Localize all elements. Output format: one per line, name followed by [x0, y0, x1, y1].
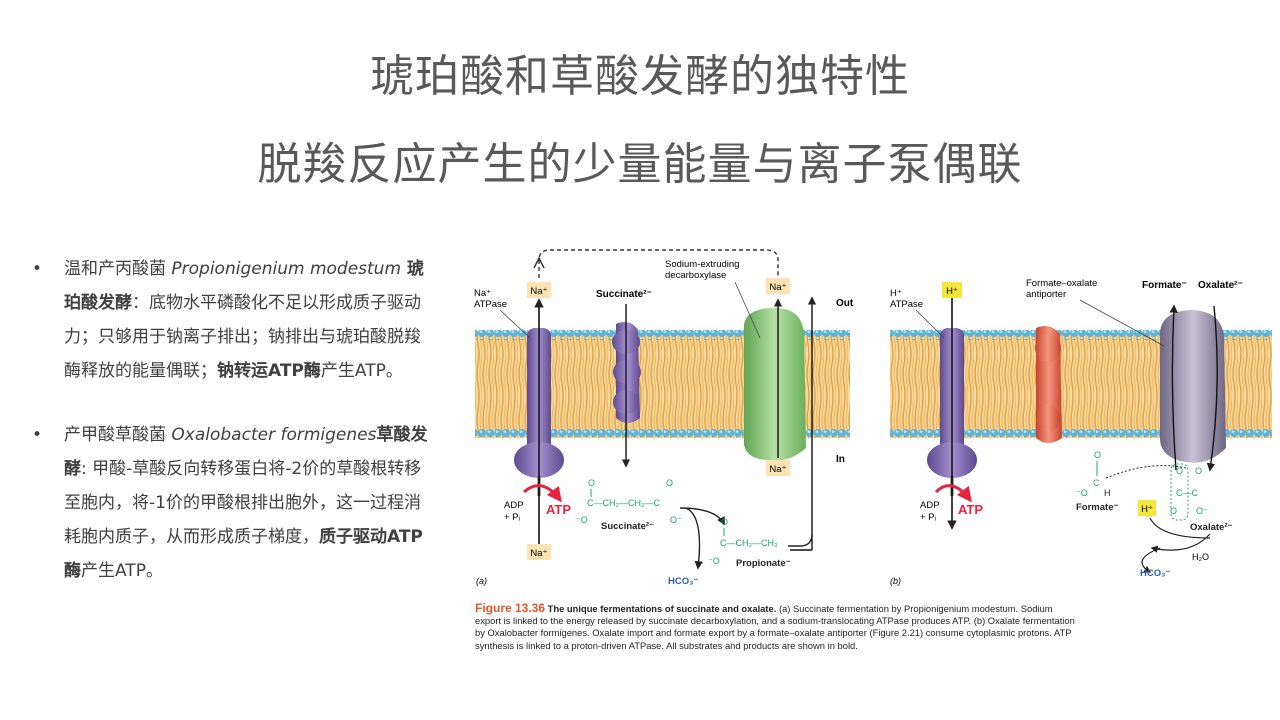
oxalate-import-arrow: [1206, 305, 1218, 472]
svg-text:O: O: [666, 478, 673, 488]
organism-name-cn: 产甲酸草酸菌: [64, 425, 172, 445]
na-ion-label: Na⁺: [769, 464, 786, 475]
svg-text:O: O: [1170, 506, 1177, 516]
panel-b-label: (b): [890, 576, 901, 586]
svg-text:O: O: [1094, 450, 1101, 460]
propionate-structure: O C—CH₂—CH₃ ⁻O: [708, 517, 778, 566]
na-ion-label: Na⁺: [530, 548, 547, 559]
water-label: H₂O: [1192, 552, 1209, 562]
formate-oxalate-antiporter: [1159, 310, 1226, 463]
na-ion-box: [766, 460, 790, 476]
na-ion-label: Na⁺: [769, 282, 786, 293]
oxalate-structure: O O C—C O O⁻: [1170, 463, 1208, 521]
svg-text:⁻O: ⁻O: [1076, 488, 1088, 498]
hco3-label: HCO₃⁻: [668, 576, 699, 587]
formate-structure: O C ⁻O H: [1076, 450, 1111, 498]
organism-name-latin: Propionigenium modestum: [171, 259, 402, 279]
adp-label: + Pᵢ: [920, 512, 937, 523]
bullet-text-end: 产生ATP。: [81, 561, 163, 581]
caption-text-b: (b) Oxalate fermentation by Oxalobacter …: [475, 615, 1075, 651]
process-name: 草酸发酵: [64, 425, 428, 479]
succinate-bottom-label: Succinate²⁻: [601, 521, 654, 532]
decarboxylase-label: decarboxylase: [665, 270, 726, 281]
na-atpase-label: Na⁺: [474, 288, 491, 299]
figure-caption: Figure 13.36 The unique fermentations of…: [475, 602, 1075, 652]
caption-heading: The unique fermentations of succinate an…: [547, 603, 777, 614]
atp-label: ATP: [958, 502, 983, 517]
h-ion-label: H⁺: [946, 286, 958, 297]
oxalate-top-label: Oxalate²⁻: [1198, 280, 1243, 291]
svg-text:H: H: [1104, 488, 1111, 498]
bullet-dot: •: [32, 259, 43, 279]
h-ion-label: H⁺: [1141, 504, 1153, 515]
na-ion-box: [766, 278, 790, 294]
svg-text:O⁻: O⁻: [670, 515, 682, 525]
bullet-text: ：底物水平磷酸化不足以形成质子驱动力；只够用于钠离子排出；钠排出与琥珀酸脱羧酶释…: [64, 293, 421, 381]
process-name: 琥珀酸发酵: [64, 259, 424, 313]
panel-a-label: (a): [476, 576, 487, 586]
organism-name-latin: Oxalobacter formigenes: [171, 425, 377, 445]
adp-label: + Pᵢ: [504, 512, 521, 523]
slide-title-line2: 脱羧反应产生的少量能量与离子泵偶联: [257, 139, 1023, 190]
bullet-text: : 甲酸-草酸反向转移蛋白将-2价的草酸根转移至胞内，将-1价的甲酸根排出胞外，…: [64, 459, 422, 547]
antiporter-orange-protein: [1035, 326, 1062, 443]
decarboxylase-label: Sodium-extruding: [665, 259, 739, 270]
bullet-succinate: • 温和产丙酸菌 Propionigenium modestum 琥珀酸发酵：底…: [32, 252, 432, 388]
svg-text:O: O: [1195, 466, 1202, 476]
svg-text:C—CH₂—CH₃: C—CH₂—CH₃: [720, 538, 778, 548]
slide-title-line1: 琥珀酸和草酸发酵的独特性: [370, 51, 910, 102]
enzyme-name: 钠转运ATP酶: [217, 361, 321, 381]
bullet-list: • 温和产丙酸菌 Propionigenium modestum 琥珀酸发酵：底…: [32, 252, 432, 618]
out-label: Out: [836, 298, 854, 309]
formate-export-arrow: [1169, 304, 1178, 471]
bullet-dot: •: [32, 425, 43, 445]
na-atpase-label: ATPase: [474, 299, 507, 310]
adp-label: ADP: [920, 500, 940, 511]
succinate-structure: O C—CH₂—CH₂—C ⁻O O⁻ O: [576, 478, 682, 525]
antiporter-label: Formate–oxalate: [1026, 278, 1097, 289]
svg-text:⁻O: ⁻O: [708, 556, 720, 566]
succinate-top-label: Succinate²⁻: [596, 289, 652, 300]
svg-text:O: O: [721, 517, 728, 527]
svg-text:O: O: [1176, 466, 1183, 476]
svg-text:O: O: [588, 478, 595, 488]
svg-text:C—C: C—C: [1176, 488, 1198, 498]
h-ion-box: [1138, 500, 1156, 516]
antiporter-label: antiporter: [1026, 289, 1066, 300]
formate-bottom-label: Formate⁻: [1076, 502, 1119, 513]
panel-a: Na⁺ ATPase Na⁺ Succinate²⁻ Sodium-extrud…: [474, 249, 854, 587]
hco3-label: HCO₃⁻: [1140, 568, 1171, 579]
atp-label: ATP: [546, 502, 571, 517]
succinate-transporter: [612, 322, 641, 423]
na-ion-box: [527, 544, 551, 560]
bullet-oxalate: • 产甲酸草酸菌 Oxalobacter formigenes草酸发酵: 甲酸-…: [32, 418, 432, 588]
oxalate-bottom-label: Oxalate²⁻: [1190, 522, 1233, 533]
sodium-cycle-arrow: [538, 249, 779, 278]
h-ion-box: [942, 282, 962, 298]
h-atpase-label: H⁺: [890, 288, 902, 299]
svg-text:C: C: [1093, 478, 1100, 488]
enzyme-name: 质子驱动ATP酶: [64, 527, 423, 581]
atp-synthesis-arrow: [523, 484, 562, 503]
h-atpase-label: ATPase: [890, 299, 923, 310]
svg-text:⁻O: ⁻O: [576, 515, 588, 525]
na-ion-box: [527, 282, 551, 298]
svg-text:C—CH₂—CH₂—C: C—CH₂—CH₂—C: [587, 498, 660, 508]
caption-text-a: (a) Succinate fermentation by Propionige…: [475, 603, 1053, 627]
decarboxylase-protein: [743, 307, 806, 461]
decarboxylation-arrow: [685, 507, 703, 570]
formate-top-label: Formate⁻: [1142, 280, 1187, 291]
bullet-text-end: 产生ATP。: [320, 361, 403, 381]
in-label: In: [836, 454, 845, 465]
fermentation-diagram: Na⁺ ATPase Na⁺ Succinate²⁻ Sodium-extrud…: [474, 249, 1272, 587]
svg-text:O⁻: O⁻: [1196, 506, 1208, 516]
atp-synthesis-arrow: [934, 484, 972, 503]
panel-b: H⁺ ATPase H⁺ Formate–oxalate antiporter …: [890, 278, 1272, 586]
na-ion-label: Na⁺: [530, 286, 547, 297]
propionate-label: Propionate⁻: [736, 558, 791, 569]
adp-label: ADP: [504, 500, 524, 511]
organism-name-cn: 温和产丙酸菌: [64, 259, 172, 279]
figure-number: Figure 13.36: [475, 601, 546, 615]
